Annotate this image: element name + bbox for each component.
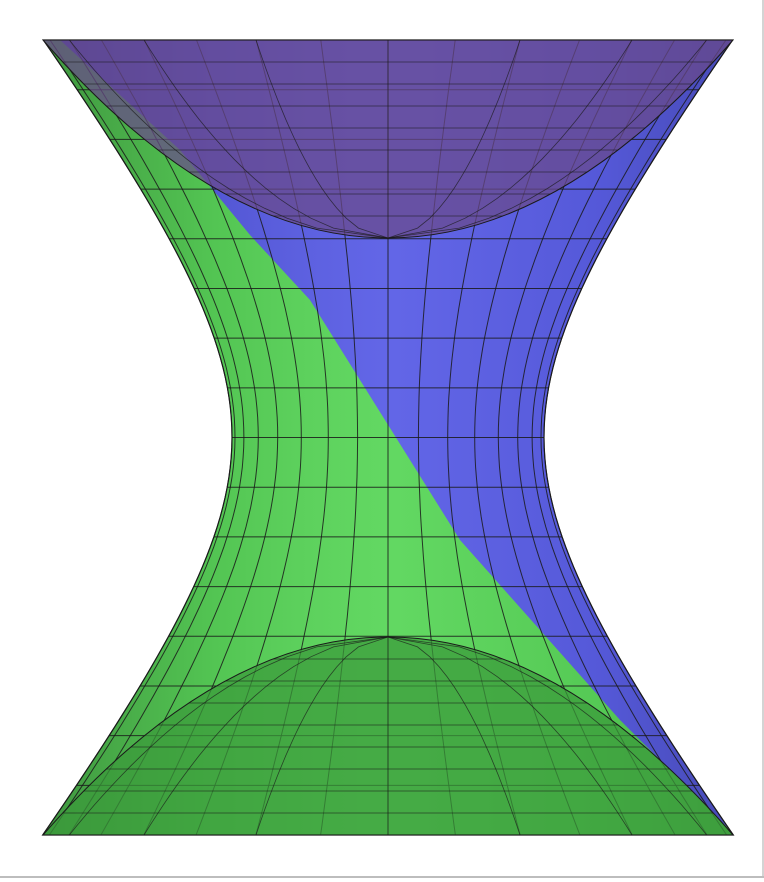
lower-cap-radial [255, 636, 389, 836]
upper-cap-radial [387, 39, 633, 239]
upper-cap [41, 39, 735, 239]
frame-border-right [762, 0, 764, 876]
upper-cap-radial [143, 39, 389, 239]
upper-cap-radial [68, 39, 389, 239]
upper-cap-radial [387, 39, 521, 239]
lower-cap-radial [387, 636, 633, 836]
lower-cap-radial [68, 636, 389, 836]
lower-cap [41, 636, 735, 836]
upper-cap-radial [255, 39, 389, 239]
lower-cap-radial [387, 636, 521, 836]
upper-cap-radial [387, 39, 708, 239]
frame-border-bottom [0, 876, 764, 878]
lower-cap-radial [143, 636, 389, 836]
caps [41, 39, 735, 836]
lower-cap-radial [387, 636, 708, 836]
